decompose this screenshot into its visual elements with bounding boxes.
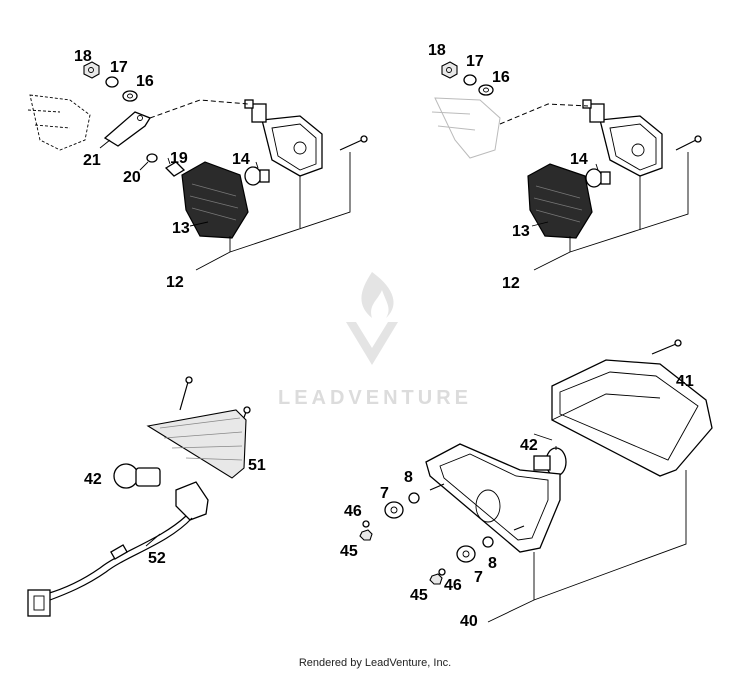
callout-br-7: 7 bbox=[380, 485, 389, 502]
housing-part bbox=[261, 115, 323, 177]
callout-tr-17: 17 bbox=[466, 53, 484, 70]
callout-tl-14: 14 bbox=[232, 151, 250, 168]
bulb-42-part bbox=[113, 463, 139, 489]
lens-part bbox=[181, 161, 249, 239]
callout-tl-17: 17 bbox=[110, 59, 128, 76]
bulb-part-r bbox=[585, 168, 603, 188]
callout-tr-16: 16 bbox=[492, 69, 510, 86]
lens-part-r bbox=[527, 163, 593, 239]
washer-part bbox=[122, 90, 138, 102]
flame-logo-icon bbox=[346, 272, 398, 365]
callout-tl-20: 20 bbox=[123, 169, 141, 186]
brake-lens-part bbox=[146, 409, 247, 479]
callout-tl-13: 13 bbox=[172, 220, 190, 237]
callout-tr-14: 14 bbox=[570, 151, 588, 168]
callout-bl-51: 51 bbox=[248, 457, 266, 474]
tail-housing-part bbox=[425, 443, 561, 553]
housing-part-r bbox=[599, 115, 663, 177]
callout-tr-13: 13 bbox=[512, 223, 530, 240]
nut-part-r bbox=[441, 61, 458, 79]
callout-tl-19: 19 bbox=[170, 150, 188, 167]
nut-45-part bbox=[359, 529, 373, 541]
watermark-text: LEADVENTURE bbox=[278, 387, 472, 409]
spacer-8b-part bbox=[482, 536, 494, 548]
callout-br-8: 8 bbox=[404, 469, 413, 486]
nut-part bbox=[83, 61, 100, 79]
callout-br-40: 40 bbox=[460, 613, 478, 630]
bulb-part bbox=[244, 166, 262, 186]
tail-light-group bbox=[359, 339, 713, 623]
turn-signal-group-left bbox=[27, 61, 368, 271]
callout-bl-52: 52 bbox=[148, 550, 166, 567]
callout-br-46b: 46 bbox=[444, 577, 462, 594]
connector-part bbox=[27, 589, 51, 617]
washer-20-part bbox=[146, 153, 158, 163]
callout-tl-16: 16 bbox=[136, 73, 154, 90]
brake-light-group bbox=[27, 376, 251, 617]
callout-br-41: 41 bbox=[676, 373, 694, 390]
callout-tl-21: 21 bbox=[83, 152, 101, 169]
footer-credit: Rendered by LeadVenture, Inc. bbox=[299, 657, 451, 669]
grommet-7-part bbox=[384, 501, 404, 519]
spacer-8-part bbox=[408, 492, 420, 504]
lock-washer-part bbox=[105, 76, 119, 88]
callout-tl-18: 18 bbox=[74, 48, 92, 65]
callout-br-45b: 45 bbox=[410, 587, 428, 604]
screw-19-part bbox=[164, 161, 186, 177]
grommet-7b-part bbox=[456, 545, 476, 563]
lock-washer-part-r bbox=[463, 74, 477, 86]
callout-br-7b: 7 bbox=[474, 569, 483, 586]
bracket-part bbox=[103, 111, 151, 147]
callout-br-8b: 8 bbox=[488, 555, 497, 572]
callout-bl-42: 42 bbox=[84, 471, 102, 488]
callout-tr-12: 12 bbox=[502, 275, 520, 292]
turn-signal-group-right bbox=[431, 61, 702, 271]
callout-tl-12: 12 bbox=[166, 274, 184, 291]
tail-lens-part bbox=[551, 359, 713, 477]
socket-part bbox=[175, 481, 209, 521]
leadventure-watermark: LEADVENTURE bbox=[278, 272, 472, 409]
callout-br-46: 46 bbox=[344, 503, 362, 520]
callout-br-45: 45 bbox=[340, 543, 358, 560]
nut-45b-part bbox=[429, 573, 443, 585]
callout-br-42: 42 bbox=[520, 437, 538, 454]
callout-tr-18: 18 bbox=[428, 42, 446, 59]
washer-part-r bbox=[478, 84, 494, 96]
